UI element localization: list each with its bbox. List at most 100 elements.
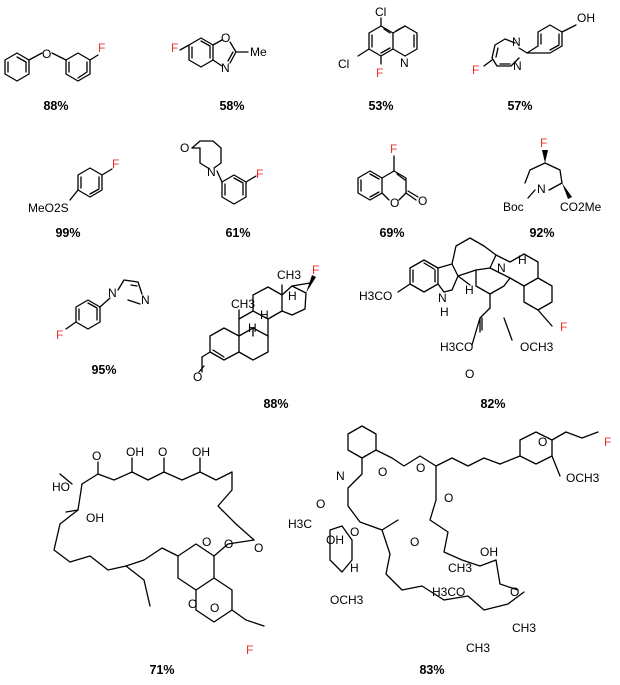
- compound-10-bonds: [201, 275, 316, 361]
- compound-3-bonds: [357, 17, 418, 65]
- compound-13-atom-8: O: [444, 491, 453, 505]
- compound-3-atom-2: Cl: [338, 57, 349, 71]
- compound-12-atom-8: O: [224, 537, 233, 551]
- compound-13-atom-7: O: [316, 497, 325, 511]
- compound-13-atom-19: CH3: [512, 621, 536, 635]
- compound-7: F O O 69%: [357, 142, 427, 240]
- compound-12-atom-3: O: [202, 535, 211, 549]
- compound-12-atom-1: O: [92, 449, 101, 463]
- compound-12-yield: 71%: [149, 663, 174, 677]
- compound-10-atom-4: CH3: [231, 297, 255, 311]
- compound-5-atom-2: MeO2S: [28, 201, 69, 215]
- compound-3-atom-1: Cl: [375, 5, 386, 19]
- compound-7-atom-3: O: [418, 194, 427, 208]
- compound-10-atom-2: H: [288, 289, 297, 303]
- compound-1-atom-1: O: [42, 47, 51, 61]
- compound-11-atom-4: H: [440, 305, 449, 319]
- compound-12-atom-4: OH: [126, 445, 144, 459]
- compound-12-atom-5: OH: [192, 445, 210, 459]
- compound-13-atom-12: O: [410, 535, 419, 549]
- compound-13-bonds: [329, 425, 567, 611]
- compound-11-atom-10: OCH3: [520, 340, 554, 354]
- compound-5-yield: 99%: [55, 226, 80, 240]
- compound-13-atom-11: O: [350, 525, 359, 539]
- compound-13-atom-5: O: [416, 461, 425, 475]
- compound-1-atom-2: F: [98, 41, 105, 55]
- compound-8: F N Boc CO2Me 92%: [503, 136, 602, 240]
- compound-1: O F 88%: [4, 41, 105, 113]
- compound-11: N H3CO N H H H H3CO O F OCH3 82%: [359, 237, 567, 411]
- compound-13-atom-15: OH: [480, 545, 498, 559]
- compound-2-yield: 58%: [219, 99, 244, 113]
- compound-8-atom-2: N: [537, 182, 546, 196]
- compound-13-yield: 83%: [419, 663, 444, 677]
- compound-8-bonds: [524, 150, 572, 199]
- compound-3-atom-4: N: [400, 56, 409, 70]
- compound-9: N N F 95%: [56, 279, 150, 377]
- compound-13-atom-9: H3C: [288, 517, 312, 531]
- compound-2-atom-3: N: [221, 61, 230, 75]
- compound-6-atom-3: F: [256, 167, 263, 181]
- compound-11-atom-3: N: [438, 291, 447, 305]
- compound-12-atom-6: HO: [52, 480, 70, 494]
- compound-9-atom-3: F: [56, 328, 63, 342]
- compound-10-atom-7: O: [193, 370, 202, 384]
- compound-13-atom-16: H3CO: [432, 585, 465, 599]
- compound-5: F MeO2S 99%: [28, 157, 119, 240]
- compound-11-atom-8: O: [465, 367, 474, 381]
- compound-13-atom-2: F: [604, 435, 611, 449]
- compound-4-yield: 57%: [507, 99, 532, 113]
- compound-8-atom-4: CO2Me: [560, 200, 602, 214]
- compound-3-yield: 53%: [368, 99, 393, 113]
- compound-4-atom-3: N: [513, 59, 522, 73]
- compound-9-atom-1: N: [108, 286, 117, 300]
- compound-13-atom-10: OH: [326, 533, 344, 547]
- compound-13-atom-6: OCH3: [566, 471, 600, 485]
- compound-11-atom-6: H: [518, 253, 527, 267]
- compound-11-atom-1: N: [497, 261, 506, 275]
- compound-2-atom-1: F: [171, 41, 178, 55]
- compound-13-atom-3: N: [336, 469, 345, 483]
- compound-6-atom-2: N: [207, 165, 216, 179]
- compound-12-atom-11: O: [254, 541, 263, 555]
- compound-8-atom-1: F: [540, 136, 547, 150]
- compound-12-atom-9: O: [188, 597, 197, 611]
- compound-10-atom-3: CH3: [277, 268, 301, 282]
- compound-6-bonds: [191, 140, 257, 205]
- compound-11-atom-7: H3CO: [440, 340, 473, 354]
- compound-13-atom-17: O: [510, 585, 519, 599]
- compound-9-atom-2: N: [141, 293, 150, 307]
- compound-3-atom-3: F: [376, 66, 383, 80]
- compound-4: OH N N F 57%: [472, 11, 595, 113]
- compound-4-atom-4: F: [472, 63, 479, 77]
- compound-6: O N F 61%: [180, 140, 263, 240]
- compound-9-bonds: [65, 279, 143, 330]
- compound-5-atom-1: F: [112, 157, 119, 171]
- compound-8-yield: 92%: [529, 226, 554, 240]
- compound-12-atom-12: F: [246, 643, 253, 657]
- compound-12-atom-10: O: [210, 601, 219, 615]
- compound-12-atom-2: O: [158, 445, 167, 459]
- compound-2-atom-4: Me: [250, 45, 267, 59]
- compound-9-yield: 95%: [91, 363, 116, 377]
- compound-4-bonds: [483, 24, 577, 67]
- compound-7-bonds: [357, 155, 419, 201]
- compound-11-yield: 82%: [480, 397, 505, 411]
- compound-2: F O N Me 58%: [171, 31, 267, 113]
- compound-13-atom-4: O: [378, 465, 387, 479]
- compound-10: F H CH3 CH3 H H O 88%: [193, 263, 319, 411]
- compound-13-atom-14: CH3: [448, 561, 472, 575]
- compound-13-atom-18: OCH3: [330, 593, 364, 607]
- compound-3: Cl Cl F N 53%: [338, 5, 418, 113]
- compound-8-atom-3: Boc: [503, 200, 524, 214]
- compound-13-atom-13: H: [350, 561, 359, 575]
- compound-12-atom-7: OH: [86, 511, 104, 525]
- compound-11-atom-5: H: [465, 283, 474, 297]
- compound-11-atom-9: F: [560, 320, 567, 334]
- compound-6-atom-1: O: [180, 141, 189, 155]
- compound-10-yield: 88%: [263, 397, 288, 411]
- compound-7-atom-1: F: [390, 142, 397, 156]
- compound-13-atom-20: CH3: [466, 641, 490, 655]
- compound-1-bonds: [4, 52, 99, 82]
